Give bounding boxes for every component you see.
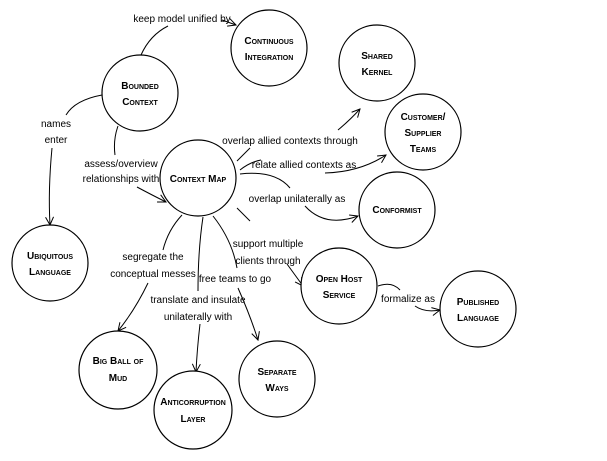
edge-keep-model-unified: keep model unified by [133, 14, 236, 56]
edge-label: free teams to go [199, 274, 272, 285]
svg-text:Ubiquitous: Ubiquitous [27, 251, 73, 262]
edge-label: support multiple [233, 239, 304, 250]
edge-free-teams: free teams to go [199, 215, 272, 340]
edge-label: keep model unified by [133, 14, 230, 25]
svg-text:Anticorruption: Anticorruption [160, 397, 226, 408]
svg-text:Language: Language [457, 313, 499, 324]
svg-text:Integration: Integration [245, 52, 294, 63]
edge-formalize: formalize as [377, 283, 440, 311]
edge-label: names [41, 119, 71, 130]
edge-relate-allied: relate allied contexts as [239, 155, 386, 174]
edge-label: enter [45, 135, 68, 146]
node-published-language: Published Language [439, 270, 517, 348]
node-conformist: Conformist [358, 171, 436, 249]
svg-text:Conformist: Conformist [372, 205, 422, 216]
svg-text:Ways: Ways [265, 383, 289, 394]
edge-label: translate and insulate [150, 295, 246, 306]
svg-text:Service: Service [323, 290, 356, 301]
edge-translate-insulate: translate and insulate unilaterally with [150, 216, 246, 372]
node-bounded-context: Bounded Context [101, 54, 179, 132]
svg-text:Separate: Separate [257, 367, 296, 378]
svg-text:Open Host: Open Host [316, 274, 363, 285]
edge-assess-overview: assess/overview relationships with [83, 125, 166, 202]
node-ubiquitous-language: Ubiquitous Language [11, 224, 89, 302]
node-customer-supplier-teams: Customer/ Supplier Teams [384, 93, 462, 171]
svg-text:Kernel: Kernel [362, 67, 394, 78]
node-anticorruption-layer: Anticorruption Layer [153, 370, 233, 450]
edge-label: segregate the [122, 252, 184, 263]
node-shared-kernel: Shared Kernel [338, 24, 416, 102]
svg-text:Bounded: Bounded [121, 81, 159, 92]
edge-label: relate allied contexts as [252, 160, 357, 171]
svg-text:Language: Language [29, 267, 71, 278]
svg-text:Mud: Mud [109, 373, 127, 384]
svg-text:Layer: Layer [181, 414, 206, 425]
svg-text:Continuous: Continuous [244, 36, 294, 47]
edge-segregate: segregate the conceptual messes [110, 214, 196, 331]
edge-label: clients through [235, 256, 300, 267]
node-continuous-integration: Continuous Integration [230, 9, 308, 87]
svg-text:Context: Context [122, 97, 158, 108]
edge-label: formalize as [381, 294, 435, 305]
node-big-ball-of-mud: Big Ball of Mud [78, 330, 158, 410]
edge-label: conceptual messes [110, 269, 196, 280]
edge-overlap-unilaterally: overlap unilaterally as [239, 172, 358, 220]
svg-text:Teams: Teams [410, 144, 437, 155]
node-separate-ways: Separate Ways [238, 340, 316, 418]
edge-names-enter: names enter [41, 94, 103, 225]
edge-label: relationships with [83, 174, 160, 185]
edge-label: overlap unilaterally as [249, 194, 346, 205]
edge-label: assess/overview [84, 159, 158, 170]
svg-text:Supplier: Supplier [404, 128, 441, 139]
svg-text:Published: Published [457, 297, 499, 308]
node-context-map: Context Map [159, 139, 237, 217]
edge-label: unilaterally with [164, 312, 232, 323]
node-open-host-service: Open Host Service [300, 247, 378, 325]
svg-text:Shared: Shared [361, 51, 393, 62]
svg-text:Context Map: Context Map [170, 174, 227, 185]
svg-text:Customer/: Customer/ [401, 112, 446, 123]
edge-overlap-allied: overlap allied contexts through [222, 109, 360, 162]
edge-label: overlap allied contexts through [222, 136, 358, 147]
svg-text:Big Ball of: Big Ball of [93, 356, 144, 367]
